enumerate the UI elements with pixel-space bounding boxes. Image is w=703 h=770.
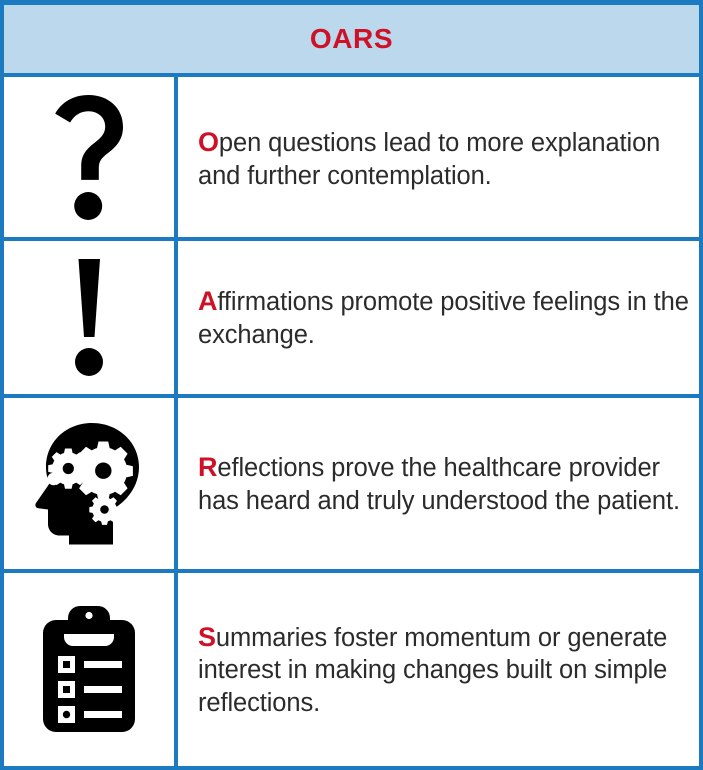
- lead-letter: A: [198, 285, 218, 316]
- text-cell: Affirmations promote positive feelings i…: [178, 241, 699, 394]
- text-cell: Reflections prove the healthcare provide…: [178, 398, 699, 569]
- table-row: Open questions lead to more explanation …: [4, 77, 699, 241]
- icon-cell: [4, 77, 178, 237]
- row-body-text: eflections prove the healthcare provider…: [198, 453, 680, 515]
- icon-cell: [4, 573, 178, 766]
- clipboard-checklist-icon: [39, 605, 139, 734]
- table-body: Open questions lead to more explanation …: [4, 77, 699, 766]
- oars-row-text: Open questions lead to more explanation …: [198, 125, 693, 192]
- table-row: Reflections prove the healthcare provide…: [4, 398, 699, 573]
- exclamation-mark-icon: [63, 258, 115, 377]
- text-cell: Summaries foster momentum or generate in…: [178, 573, 699, 766]
- row-body-text: pen questions lead to more explanation a…: [198, 129, 661, 190]
- icon-cell: [4, 241, 178, 394]
- oars-row-text: Reflections prove the healthcare provide…: [198, 450, 693, 517]
- lead-letter: S: [198, 621, 216, 652]
- lead-letter: O: [198, 127, 219, 158]
- oars-row-text: Summaries foster momentum or generate in…: [198, 620, 693, 720]
- row-body-text: ummaries foster momentum or generate int…: [198, 623, 668, 717]
- icon-cell: [4, 398, 178, 569]
- question-mark-icon: [53, 94, 125, 220]
- lead-letter: R: [198, 451, 218, 482]
- text-cell: Open questions lead to more explanation …: [178, 77, 699, 237]
- table-row: Summaries foster momentum or generate in…: [4, 573, 699, 766]
- table-row: Affirmations promote positive feelings i…: [4, 241, 699, 398]
- head-with-gears-icon: [35, 422, 143, 545]
- table-header: OARS: [4, 5, 699, 77]
- oars-row-text: Affirmations promote positive feelings i…: [198, 284, 693, 351]
- row-body-text: ffirmations promote positive feelings in…: [198, 287, 689, 349]
- page-title: OARS: [309, 23, 394, 54]
